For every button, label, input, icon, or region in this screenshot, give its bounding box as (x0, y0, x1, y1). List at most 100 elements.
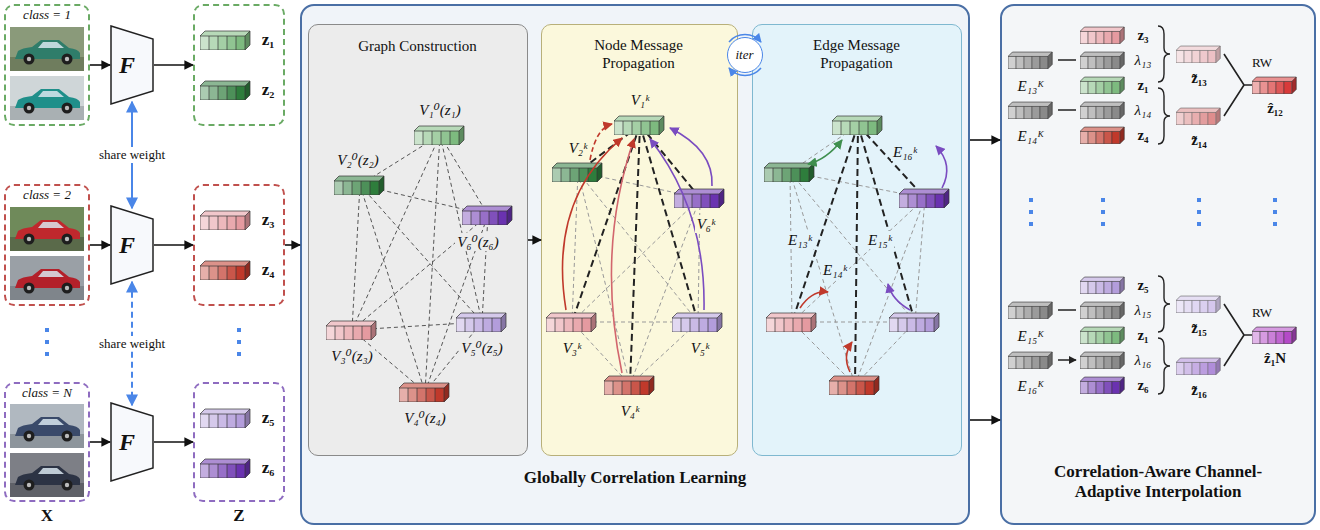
text-holder: z₁ (262, 30, 275, 50)
math-label: E₁₄ᴷ (1016, 127, 1047, 145)
trapezoid-shape (111, 403, 153, 481)
edge-propagation (729, 35, 949, 395)
node-text: z₆ (262, 458, 275, 478)
car-photos (10, 27, 84, 497)
label-holder: V₅ᵏ (689, 339, 712, 357)
math-label: λ₁₆ (1133, 351, 1154, 369)
math-label: z₆ (1135, 376, 1150, 394)
label-holder: share weight (97, 147, 167, 163)
label-holder: z̃₁₃ (1189, 69, 1209, 87)
math-label: λ₁₄ (1133, 101, 1154, 119)
math-label: z₁ (1135, 326, 1150, 344)
label-holder: RW (1250, 305, 1274, 321)
math-label: z₁ (1135, 76, 1150, 94)
arrow-connector (154, 64, 193, 66)
label-holder: Z (231, 506, 246, 526)
node-title: class = N (22, 385, 72, 401)
encoder-trapezoid: F (110, 205, 154, 285)
encoder-trapezoid: F (110, 402, 154, 482)
label-holder: E₁₆ᴷ (1016, 377, 1047, 395)
node-title: Node Message Propagation (564, 36, 714, 72)
math-label: V₁⁰(z₁) (417, 101, 462, 119)
node-title: Correlation-Aware Channel-Adaptive Inter… (1033, 462, 1283, 503)
label-holder: ẑ₁₂ (1265, 99, 1285, 117)
label-holder: RW (1250, 55, 1274, 71)
label-holder: ẑ₁N (1262, 349, 1288, 367)
feature-vectors (200, 31, 250, 478)
math-label: RW (1250, 55, 1274, 71)
label-holder: z₅ (1135, 276, 1150, 294)
node-title: Graph Construction (358, 37, 477, 55)
label-holder: z̃₁₆ (1189, 381, 1209, 399)
arrow-connector (90, 64, 110, 66)
interpolation (1008, 26, 1296, 394)
node-title: class = 1 (23, 7, 71, 23)
label-holder: V₁ᵏ (629, 91, 652, 109)
math-label: E₁₃ᴷ (1016, 77, 1047, 95)
label-holder: V₄⁰(z₄) (402, 409, 447, 427)
math-label: V₆⁰(z₆) (455, 233, 500, 251)
math-label: E₁₃ᵏ (786, 231, 814, 249)
node-title: F (119, 51, 135, 80)
math-label: E₁₅ᴷ (1016, 327, 1047, 345)
label-holder: E₁₄ᴷ (1016, 127, 1047, 145)
label-holder: E₁₅ᵏ (866, 231, 894, 249)
node-title: Edge Message Propagation (782, 36, 932, 72)
math-label: z̃₁₅ (1189, 319, 1209, 337)
label-holder: V₆ᵏ (695, 215, 718, 233)
label-holder: V₂⁰(z₂) (335, 151, 380, 169)
edge-label: share weight (97, 336, 167, 352)
math-label: Z (231, 506, 246, 526)
node-text: z₂ (262, 80, 275, 100)
node-text: z₄ (262, 260, 275, 280)
trapezoid-shape (111, 26, 153, 104)
label-holder: X (39, 506, 55, 526)
edge-label: share weight (97, 147, 167, 163)
math-label: V₅⁰(z₅) (459, 339, 504, 357)
text-holder: Edge Message Propagation (782, 36, 932, 72)
encoder-trapezoid: F (110, 25, 154, 105)
text-holder: class = N (22, 385, 72, 401)
math-label: z̃₁₆ (1189, 381, 1209, 399)
math-label: V₄ᵏ (619, 402, 642, 420)
math-label: ẑ₁₂ (1265, 99, 1285, 117)
math-label: V₂ᵏ (567, 139, 590, 157)
arrow-connector (154, 441, 193, 443)
node-title: z₁ (262, 30, 275, 50)
math-label: V₃ᵏ (561, 339, 584, 357)
text-holder: z₆ (262, 458, 275, 478)
text-holder: Globally Correlation Learning (524, 468, 747, 488)
label-holder: z₁ (1135, 326, 1150, 344)
label-holder: λ₁₃ (1133, 51, 1154, 69)
node-title: iter (735, 47, 753, 63)
arrow-connector (970, 139, 1000, 141)
label-holder: z₃ (1135, 26, 1150, 44)
label-holder: λ₁₅ (1133, 301, 1154, 319)
math-label: V₃⁰(z₃) (329, 347, 374, 365)
math-label: λ₁₅ (1133, 301, 1154, 319)
arrow-connector (154, 244, 193, 246)
label-holder: V₃⁰(z₃) (329, 347, 374, 365)
node-title: z₅ (262, 408, 275, 428)
label-holder: V₁⁰(z₁) (417, 101, 462, 119)
math-label: λ₁₃ (1133, 51, 1154, 69)
feature-box: z₁ z₂ (193, 4, 285, 126)
label-holder: z₆ (1135, 376, 1150, 394)
text-holder: z₅ (262, 408, 275, 428)
label-holder: z̃₁₄ (1189, 131, 1209, 149)
text-holder: class = 1 (23, 7, 71, 23)
math-label: E₁₄ᵏ (821, 261, 849, 279)
arrow-connector (90, 441, 110, 443)
text-holder: F (119, 428, 135, 457)
math-label: E₁₆ᴷ (1016, 377, 1047, 395)
label-holder: z₁ (1135, 76, 1150, 94)
text-holder: z₃ (262, 210, 275, 230)
math-label: z₃ (1135, 26, 1150, 44)
math-label: z₅ (1135, 276, 1150, 294)
text-holder: Graph Construction (358, 37, 477, 55)
text-holder: F (119, 51, 135, 80)
math-label: E₁₆ᵏ (891, 143, 919, 161)
arrow-connector (528, 239, 541, 241)
